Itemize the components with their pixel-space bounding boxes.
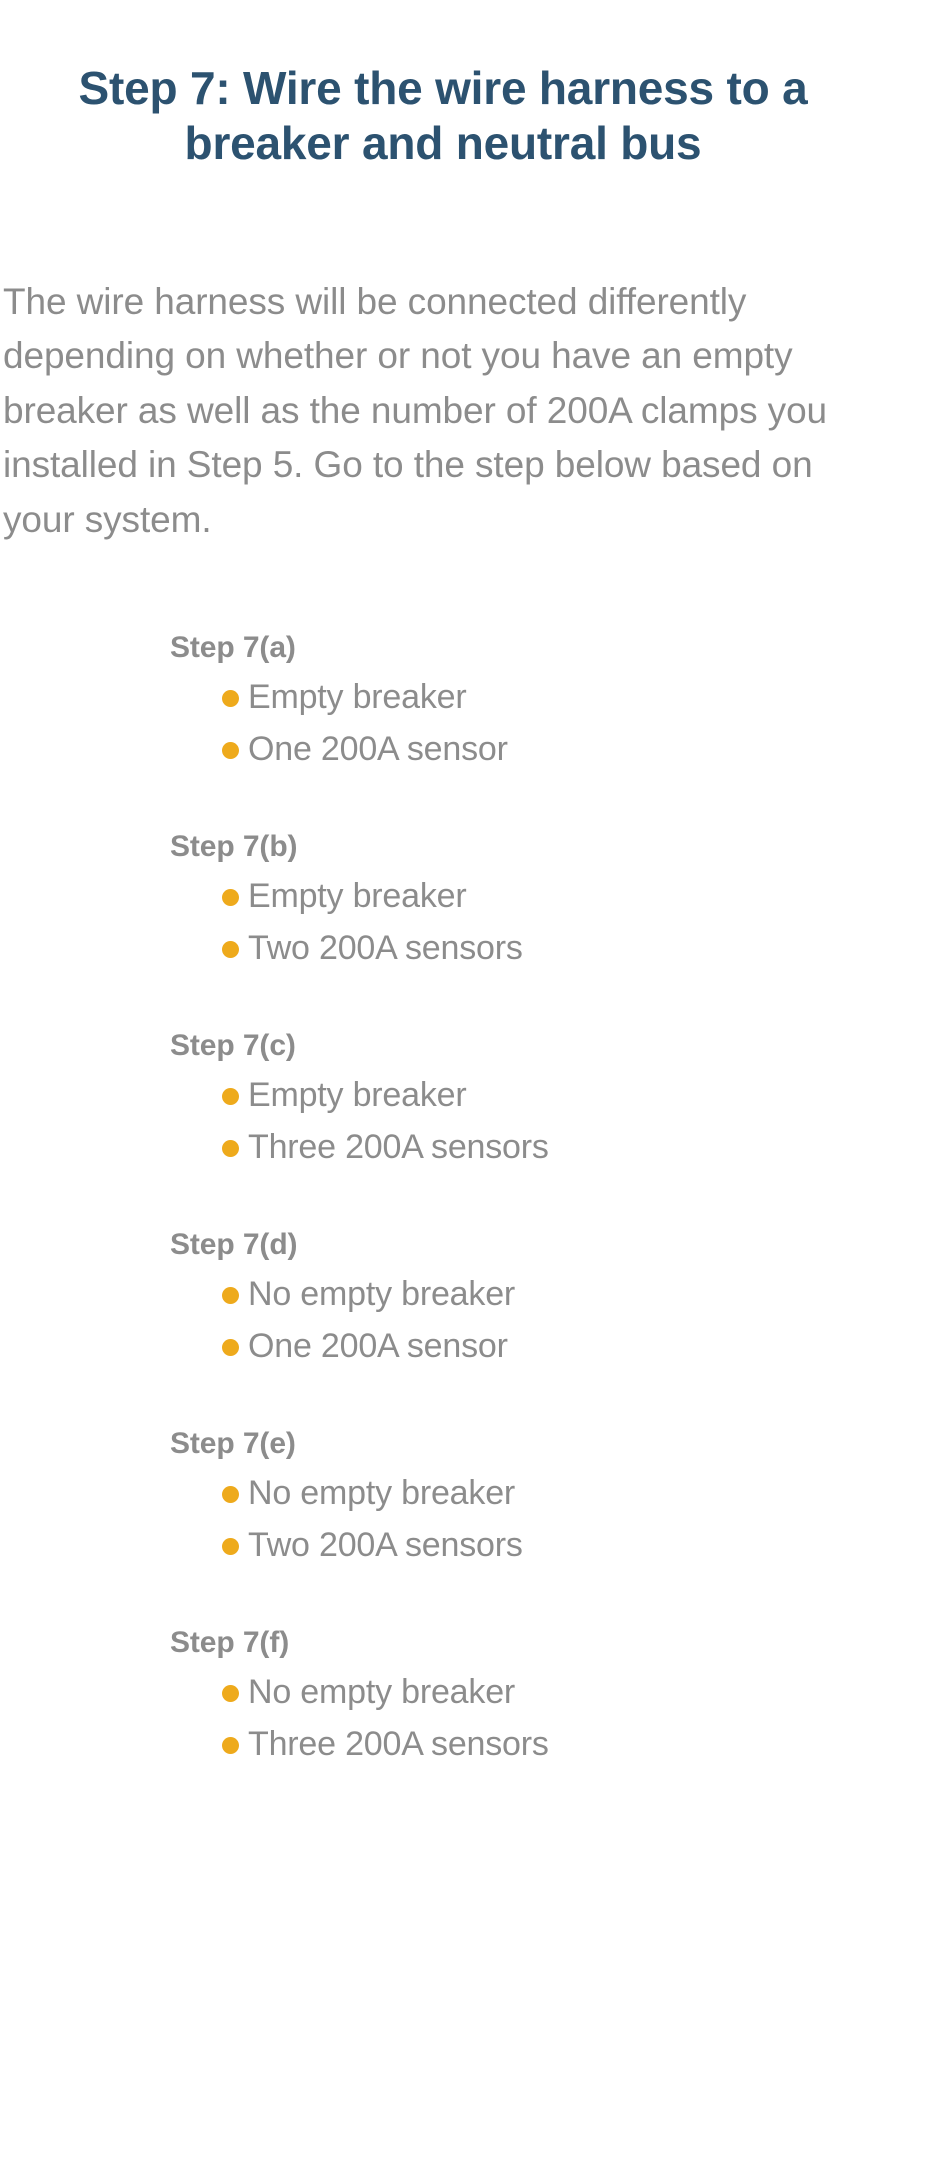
step-block: Step 7(b) Empty breaker Two 200A sensors	[0, 827, 950, 974]
bullet-dot-icon	[222, 1087, 239, 1105]
step-criteria-list: No empty breaker One 200A sensor	[0, 1268, 950, 1372]
step-block: Step 7(a) Empty breaker One 200A sensor	[0, 628, 950, 775]
page-title: Step 7: Wire the wire harness to a break…	[78, 61, 808, 169]
step-heading: Step 7(e)	[170, 1427, 296, 1460]
step-block: Step 7(f) No empty breaker Three 200A se…	[0, 1623, 950, 1770]
step-criteria-list: Empty breaker Two 200A sensors	[0, 870, 950, 974]
bullet-dot-icon	[222, 888, 239, 906]
list-item-label: One 200A sensor	[248, 1326, 508, 1365]
list-item: One 200A sensor	[222, 1320, 950, 1372]
bullet-dot-icon	[222, 1537, 239, 1555]
bullet-dot-icon	[222, 1338, 239, 1356]
list-item: No empty breaker	[222, 1666, 950, 1718]
step-block: Step 7(e) No empty breaker Two 200A sens…	[0, 1424, 950, 1571]
list-item-label: Three 200A sensors	[248, 1724, 549, 1763]
intro-paragraph: The wire harness will be connected diffe…	[3, 281, 828, 540]
list-item-label: Three 200A sensors	[248, 1127, 549, 1166]
list-item: Empty breaker	[222, 671, 950, 723]
list-item-label: No empty breaker	[248, 1672, 516, 1711]
list-item-label: No empty breaker	[248, 1473, 516, 1512]
list-item-label: Empty breaker	[248, 876, 467, 915]
list-item-label: Empty breaker	[248, 677, 467, 716]
list-item: Two 200A sensors	[222, 1519, 950, 1571]
list-item: No empty breaker	[222, 1268, 950, 1320]
step-block: Step 7(d) No empty breaker One 200A sens…	[0, 1225, 950, 1372]
step-heading: Step 7(a)	[170, 631, 296, 664]
bullet-dot-icon	[222, 1485, 239, 1503]
bullet-dot-icon	[222, 1286, 239, 1304]
step-criteria-list: No empty breaker Two 200A sensors	[0, 1467, 950, 1571]
bullet-dot-icon	[222, 741, 239, 759]
bullet-dot-icon	[222, 940, 239, 958]
step-heading: Step 7(d)	[170, 1228, 298, 1261]
bullet-dot-icon	[222, 1684, 239, 1702]
step-criteria-list: Empty breaker One 200A sensor	[0, 671, 950, 775]
step-heading: Step 7(b)	[170, 830, 298, 863]
step-heading: Step 7(f)	[170, 1626, 290, 1659]
list-item: One 200A sensor	[222, 723, 950, 775]
step-heading: Step 7(c)	[170, 1029, 296, 1062]
step-criteria-list: No empty breaker Three 200A sensors	[0, 1666, 950, 1770]
list-item: No empty breaker	[222, 1467, 950, 1519]
bullet-dot-icon	[222, 1139, 239, 1157]
list-item-label: Two 200A sensors	[248, 928, 523, 967]
list-item: Empty breaker	[222, 870, 950, 922]
list-item: Three 200A sensors	[222, 1718, 950, 1770]
step-options-list: Step 7(a) Empty breaker One 200A sensor …	[0, 628, 950, 1770]
step-criteria-list: Empty breaker Three 200A sensors	[0, 1069, 950, 1173]
step-block: Step 7(c) Empty breaker Three 200A senso…	[0, 1026, 950, 1173]
list-item-label: No empty breaker	[248, 1274, 516, 1313]
bullet-dot-icon	[222, 1736, 239, 1754]
list-item-label: Empty breaker	[248, 1075, 467, 1114]
list-item: Two 200A sensors	[222, 922, 950, 974]
list-item: Empty breaker	[222, 1069, 950, 1121]
list-item-label: One 200A sensor	[248, 729, 508, 768]
bullet-dot-icon	[222, 689, 239, 707]
list-item: Three 200A sensors	[222, 1121, 950, 1173]
list-item-label: Two 200A sensors	[248, 1525, 523, 1564]
